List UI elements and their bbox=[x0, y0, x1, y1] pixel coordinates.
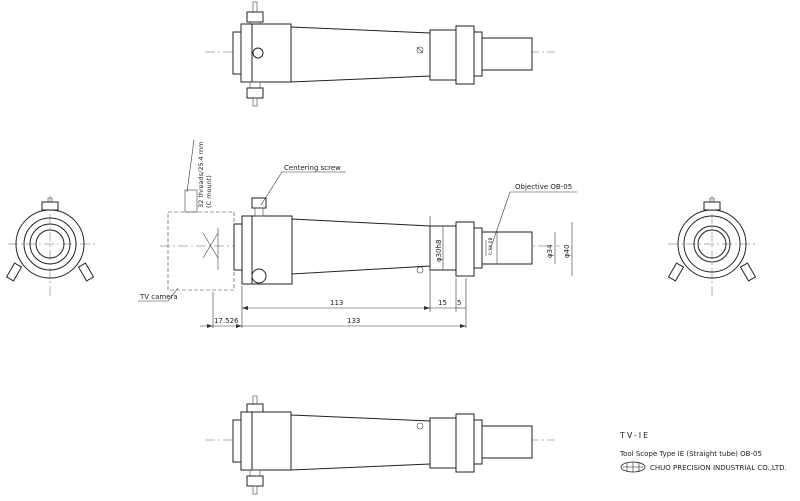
dia-40-label: φ40 bbox=[563, 244, 571, 258]
objective-label: Objective OB-05 bbox=[515, 183, 572, 191]
tv-camera-label: TV camera bbox=[139, 293, 178, 301]
company-name: CHUO PRECISION INDUSTRIAL CO.,LTD. bbox=[650, 464, 787, 472]
right-end-view bbox=[667, 196, 757, 296]
title-block: TV-IE Tool Scope Type IE (Straight tube)… bbox=[619, 431, 787, 473]
dim-15: 15 bbox=[438, 299, 447, 307]
side-view: 0.5X 0B φ30h8 φ34 φ40 Centering screw Ob… bbox=[138, 139, 577, 328]
dia-34-label: φ34 bbox=[546, 244, 554, 258]
model-title: TV-IE bbox=[619, 431, 650, 440]
company-logo bbox=[620, 461, 646, 473]
dim-17526: 17.526 bbox=[214, 317, 239, 325]
dim-133: 133 bbox=[347, 317, 360, 325]
mount-type-label: (C mount) bbox=[205, 175, 213, 208]
top-view bbox=[205, 1, 555, 107]
model-description: Tool Scope Type IE (Straight tube) OB-05 bbox=[619, 450, 762, 458]
thread-spec-label: 32 threads/25.4 mm bbox=[197, 142, 205, 208]
dim-5: 5 bbox=[457, 299, 461, 307]
bottom-view bbox=[205, 395, 555, 495]
centering-screw-label: Centering screw bbox=[284, 164, 341, 172]
dim-113: 113 bbox=[330, 299, 343, 307]
left-end-view bbox=[5, 196, 98, 296]
dia-30h8-label: φ30h8 bbox=[435, 240, 443, 262]
